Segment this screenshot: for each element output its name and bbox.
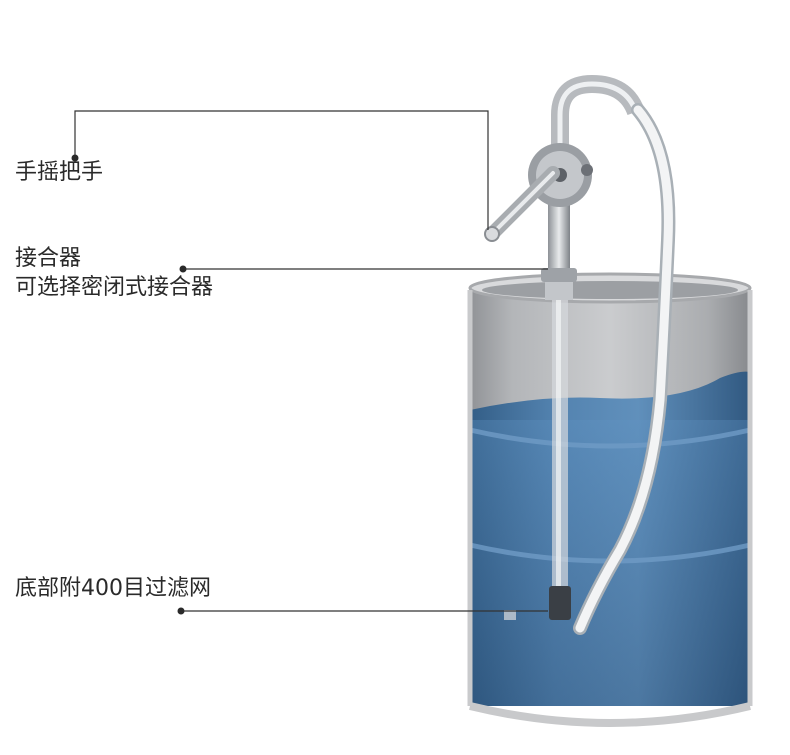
pump-tube xyxy=(504,300,571,620)
label-coupler: 接合器 xyxy=(15,246,82,271)
drum-rib-upper xyxy=(469,427,751,449)
label-crank-handle: 手摇把手 xyxy=(15,160,104,185)
leader-handle xyxy=(74,110,489,230)
label-coupler-optional: 可选择密闭式接合器 xyxy=(15,275,214,300)
hose xyxy=(573,103,676,635)
pump-head xyxy=(484,74,645,300)
leader-lines xyxy=(74,110,548,612)
drum xyxy=(467,272,753,727)
filter-strainer xyxy=(549,586,571,620)
leader-dots xyxy=(71,154,187,615)
label-filter: 底部附400目过滤网 xyxy=(15,576,211,601)
